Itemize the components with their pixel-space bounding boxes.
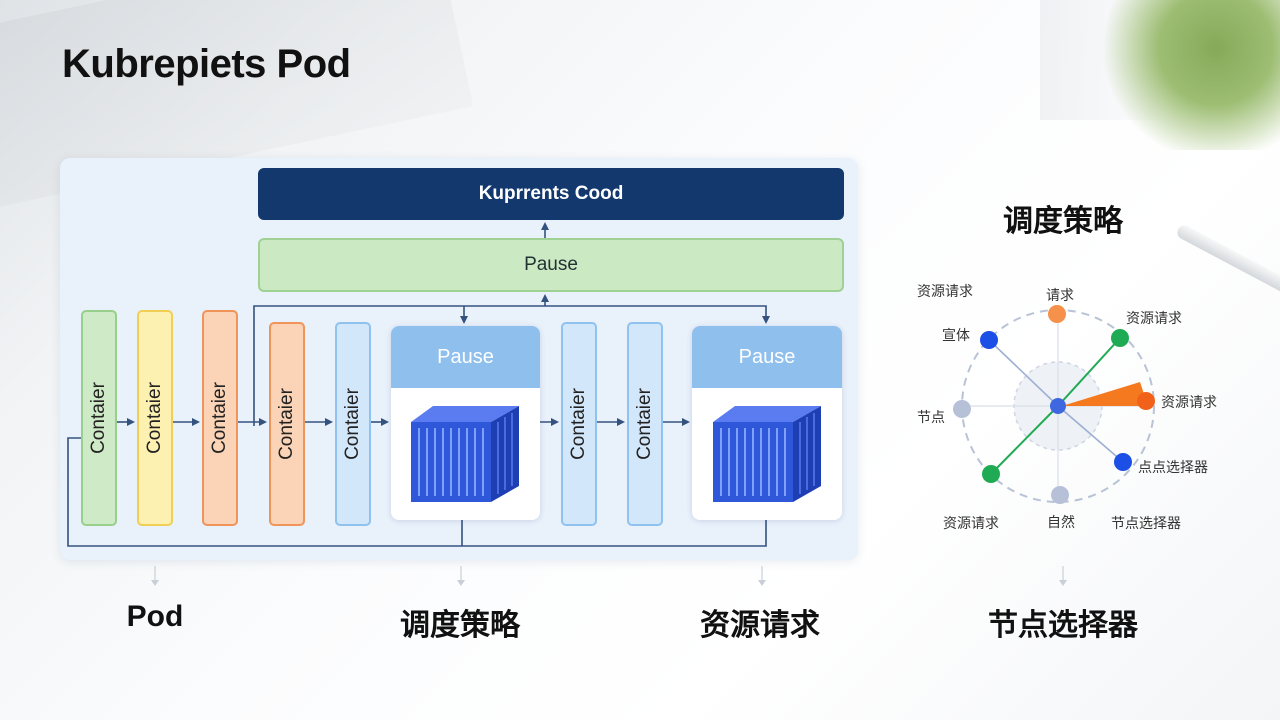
connector-to-pod-2: [253, 305, 770, 426]
radar-label-upper-left: 宣体: [942, 328, 970, 344]
radar-point-upper-left: [980, 331, 998, 349]
radar-point-top: [1048, 305, 1066, 323]
radar-point-lower-left: [982, 465, 1000, 483]
container-2: Contaier: [137, 310, 173, 526]
radar-point-right: [1137, 392, 1155, 410]
bottom-loop: [67, 437, 767, 547]
background-plant: [1090, 0, 1280, 150]
radar-label-top-right: 资源请求: [1126, 311, 1182, 327]
pod-pause-label: Pause: [692, 326, 842, 388]
container-4: Contaier: [269, 322, 305, 526]
pod-pause-label: Pause: [391, 326, 540, 388]
radar-label-top-left: 资源请求: [917, 284, 973, 300]
container-5: Contaier: [335, 322, 371, 526]
footer-label-scheduling: 调度策略: [400, 609, 520, 642]
radar-label-bottom-right: 节点选择器: [1111, 516, 1181, 532]
radar-chart: [953, 305, 1155, 504]
pod-card-1: Pause: [391, 326, 540, 520]
page-title: Kubrepiets Pod: [62, 42, 351, 86]
radar-label-right: 资源请求: [1161, 395, 1217, 411]
radar-point-upper-right: [1111, 329, 1129, 347]
radar-label-left: 节点: [917, 410, 945, 426]
radar-label-top: 请求: [1046, 288, 1074, 304]
pause-bar: Pause: [258, 238, 844, 292]
footer-label-resource-request: 资源请求: [700, 609, 820, 642]
radar-label-bottom-left: 资源请求: [943, 516, 999, 532]
container-7: Contaier: [627, 322, 663, 526]
container-3: Contaier: [202, 310, 238, 526]
container-1: Contaier: [81, 310, 117, 526]
footer-label-node-selector: 节点选择器: [988, 609, 1138, 642]
top-bar: Kuprrents Cood: [258, 168, 844, 220]
radar-point-bottom: [1051, 486, 1069, 504]
pod-card-2: Pause: [692, 326, 842, 520]
shipping-container-icon: [713, 406, 821, 502]
radar-title: 调度策略: [1003, 204, 1123, 239]
radar-point-left: [953, 400, 971, 418]
radar-label-bottom: 自然: [1047, 515, 1075, 531]
radar-point-lower-right: [1114, 453, 1132, 471]
footer-label-pod: Pod: [126, 600, 184, 633]
shipping-container-icon: [411, 406, 519, 502]
container-6: Contaier: [561, 322, 597, 526]
radar-label-lower-right: 点点选择器: [1138, 460, 1208, 476]
